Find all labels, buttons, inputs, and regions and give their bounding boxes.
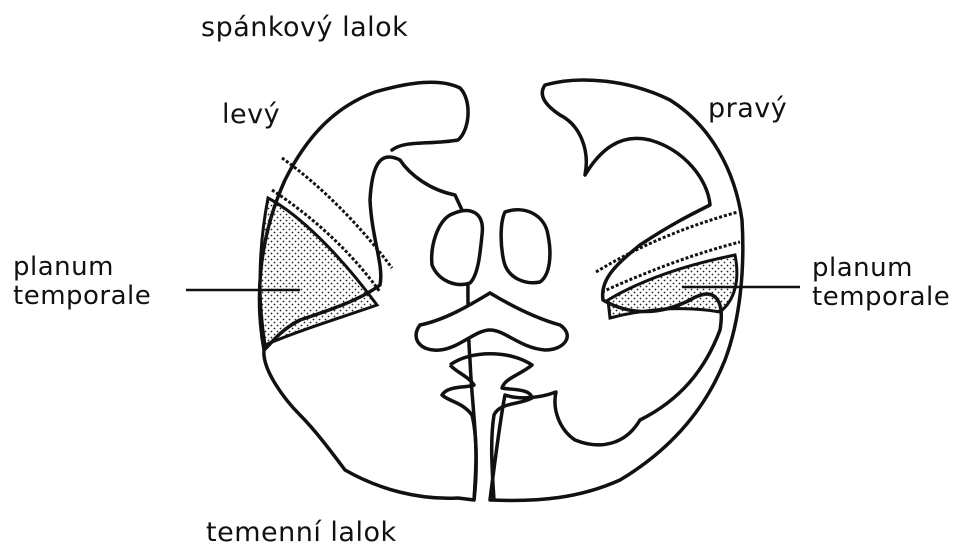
aqueduct-shape xyxy=(442,354,532,500)
label-bottom: temenní lalok xyxy=(206,517,397,548)
label-left-planum-line2: temporale xyxy=(13,282,151,311)
label-right-planum-temporale: planum temporale xyxy=(812,254,950,312)
label-top: spánkový lalok xyxy=(201,12,408,43)
label-right-planum-line1: planum xyxy=(812,254,950,283)
label-left-planum-temporale: planum temporale xyxy=(13,253,151,311)
label-left-hemisphere: levý xyxy=(222,99,280,130)
label-right-planum-line2: temporale xyxy=(812,283,950,312)
third-ventricle xyxy=(416,293,567,350)
left-ventricle xyxy=(432,211,483,285)
right-ventricle xyxy=(501,210,550,283)
label-left-planum-line1: planum xyxy=(13,253,151,282)
label-right-hemisphere: pravý xyxy=(708,93,787,124)
left-planum-temporale xyxy=(260,198,377,345)
